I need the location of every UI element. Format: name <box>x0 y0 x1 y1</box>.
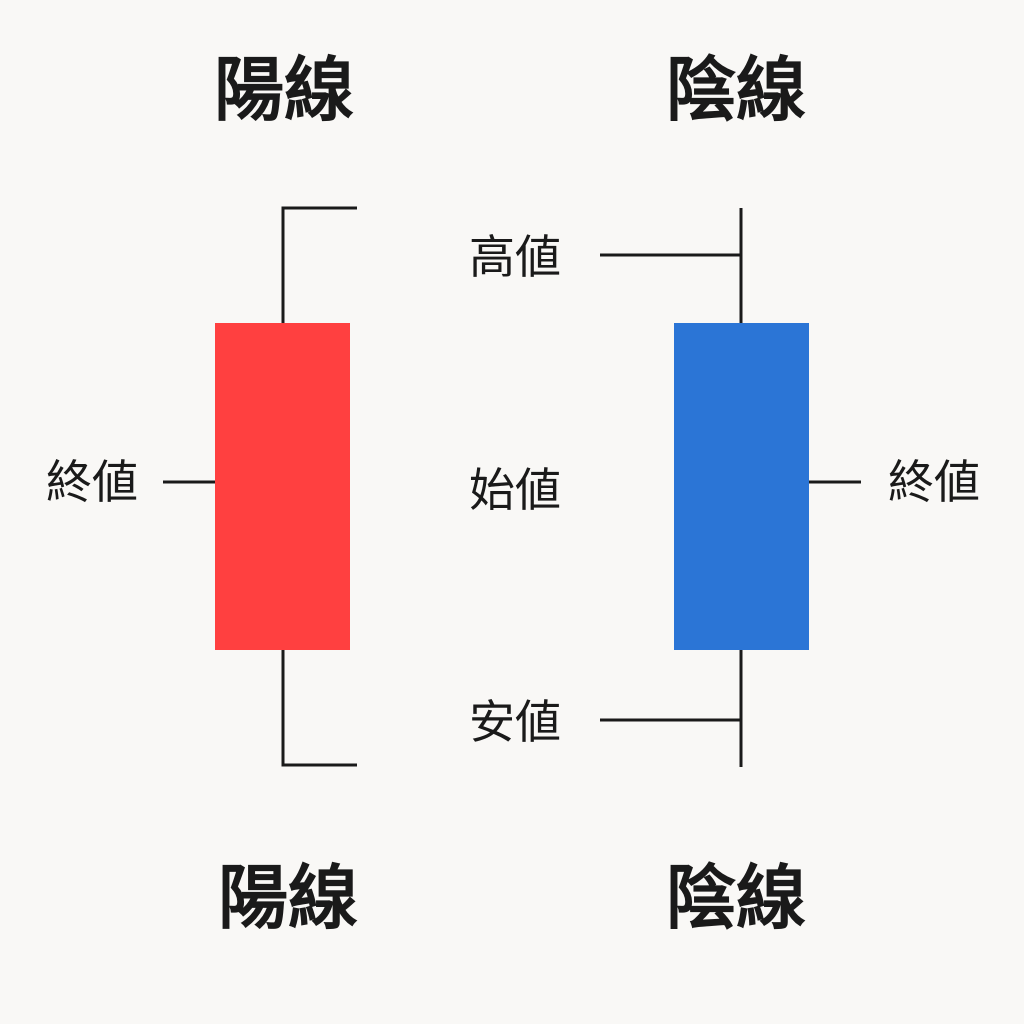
bearish-title-top: 陰線 <box>666 49 806 131</box>
bullish-lower-wick <box>281 650 357 767</box>
bearish-close-label: 終値 <box>888 455 980 509</box>
bullish-title-top: 陽線 <box>214 49 354 131</box>
bearish-candle-body <box>674 323 809 650</box>
bullish-title-bottom: 陽線 <box>218 857 358 939</box>
high-label: 高値 <box>469 230 561 284</box>
bullish-candle <box>163 206 357 767</box>
bullish-close-label: 終値 <box>46 455 138 509</box>
bearish-candle <box>600 208 861 767</box>
low-label: 安値 <box>469 695 561 749</box>
open-label: 始値 <box>469 463 561 517</box>
bullish-candle-body <box>215 323 350 650</box>
bearish-title-bottom: 陰線 <box>666 857 806 939</box>
bullish-upper-wick <box>281 206 357 323</box>
